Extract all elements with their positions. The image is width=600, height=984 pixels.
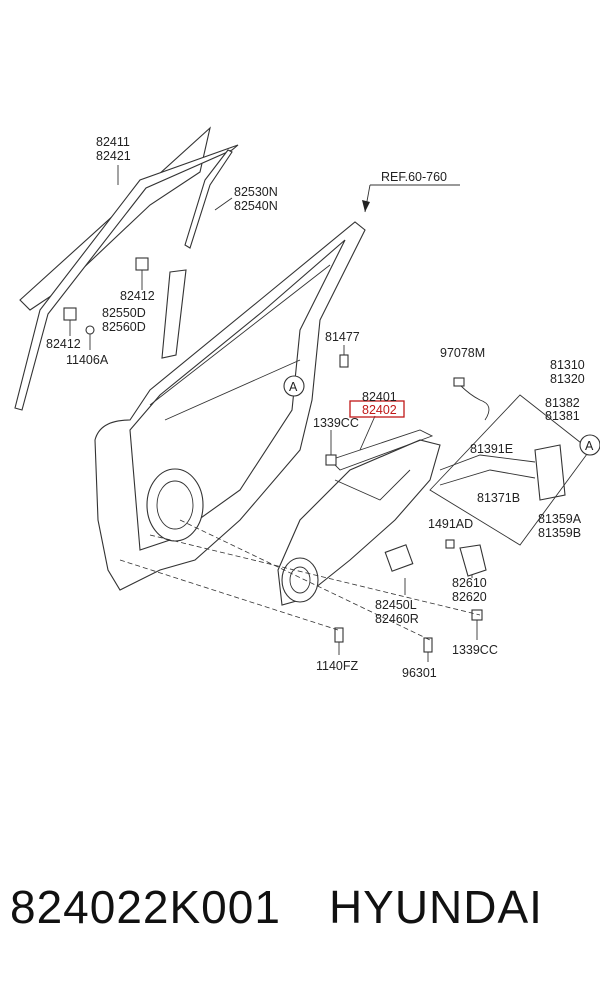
- callout-circle-right: [579, 434, 600, 456]
- wiring-97078M: [459, 384, 490, 421]
- leader-82530N: [214, 197, 233, 211]
- guide-line-1: [149, 534, 481, 616]
- regulator-rail-82402: [329, 429, 434, 471]
- part-number: 824022K001: [10, 881, 281, 933]
- run-channel-front: [184, 149, 233, 249]
- callout-text-right: A: [585, 439, 594, 453]
- label-1339CC-b: 1339CC: [452, 643, 498, 657]
- clip-1491AD: [445, 539, 455, 549]
- bolt-81477: [339, 354, 349, 368]
- label-82421: 82421: [96, 149, 131, 163]
- latch-cable-a: [439, 454, 536, 471]
- label-96301: 96301: [402, 666, 437, 680]
- label-82412-b: 82412: [46, 337, 81, 351]
- label-82450L: 82450L: [375, 598, 417, 612]
- highlight-box: [349, 400, 405, 418]
- latch-cable-b: [439, 469, 536, 486]
- speaker-hole-inner: [156, 480, 194, 530]
- frame-edge-line: [149, 264, 331, 406]
- footer-caption: 824022K001 HYUNDAI: [10, 880, 543, 934]
- callout-text-left: A: [289, 380, 298, 394]
- label-82550D: 82550D: [102, 306, 146, 320]
- module-speaker-inner: [289, 566, 311, 594]
- label-81320: 81320: [550, 372, 585, 386]
- clip-82412-b: [63, 307, 77, 321]
- label-81477: 81477: [325, 330, 360, 344]
- connector-97078M: [453, 377, 465, 387]
- inside-handle: [459, 544, 487, 577]
- glass-run-strip: [14, 144, 239, 411]
- label-81382: 81382: [545, 396, 580, 410]
- label-82530N: 82530N: [234, 185, 278, 199]
- label-81391E: 81391E: [470, 442, 513, 456]
- label-81310: 81310: [550, 358, 585, 372]
- label-97078M: 97078M: [440, 346, 485, 360]
- label-82610: 82610: [452, 576, 487, 590]
- belt-line: [164, 359, 301, 421]
- speaker-hole: [146, 468, 204, 542]
- label-82402: 82402: [362, 403, 397, 417]
- label-82540N: 82540N: [234, 199, 278, 213]
- nut-1339CC-b: [471, 609, 483, 621]
- label-82620: 82620: [452, 590, 487, 604]
- door-latch: [534, 444, 566, 501]
- nut-1339CC-a: [325, 454, 337, 466]
- label-82401: 82401: [362, 390, 397, 404]
- label-11406A: 11406A: [66, 353, 109, 367]
- label-1491AD: 1491AD: [428, 517, 473, 531]
- label-1339CC-a: 1339CC: [313, 416, 359, 430]
- clip-82412-a: [135, 257, 149, 271]
- channel-bracket-82550D: [161, 269, 187, 359]
- ref-label: REF.60-760: [381, 170, 447, 184]
- regulator-cable: [334, 469, 411, 501]
- grommet-96301: [423, 637, 433, 653]
- label-81371B: 81371B: [477, 491, 520, 505]
- callout-circle-left: [283, 375, 305, 397]
- screw-11406A: [85, 325, 95, 335]
- ref-arrowhead: [362, 200, 370, 212]
- label-81381: 81381: [545, 409, 580, 423]
- label-1140FZ: 1140FZ: [316, 659, 359, 673]
- module-speaker: [281, 557, 319, 603]
- guide-line-2: [119, 559, 339, 631]
- regulator-module: [277, 439, 441, 606]
- bolt-1140FZ: [334, 627, 344, 643]
- guide-line-3: [179, 519, 431, 641]
- label-82560D: 82560D: [102, 320, 146, 334]
- label-81359A: 81359A: [538, 512, 582, 526]
- label-81359B: 81359B: [538, 526, 581, 540]
- label-82412-a: 82412: [120, 289, 155, 303]
- window-motor: [384, 544, 414, 572]
- leader-82402: [359, 415, 376, 451]
- label-82411: 82411: [96, 135, 130, 149]
- brand-name: HYUNDAI: [328, 881, 543, 933]
- label-82460R: 82460R: [375, 612, 419, 626]
